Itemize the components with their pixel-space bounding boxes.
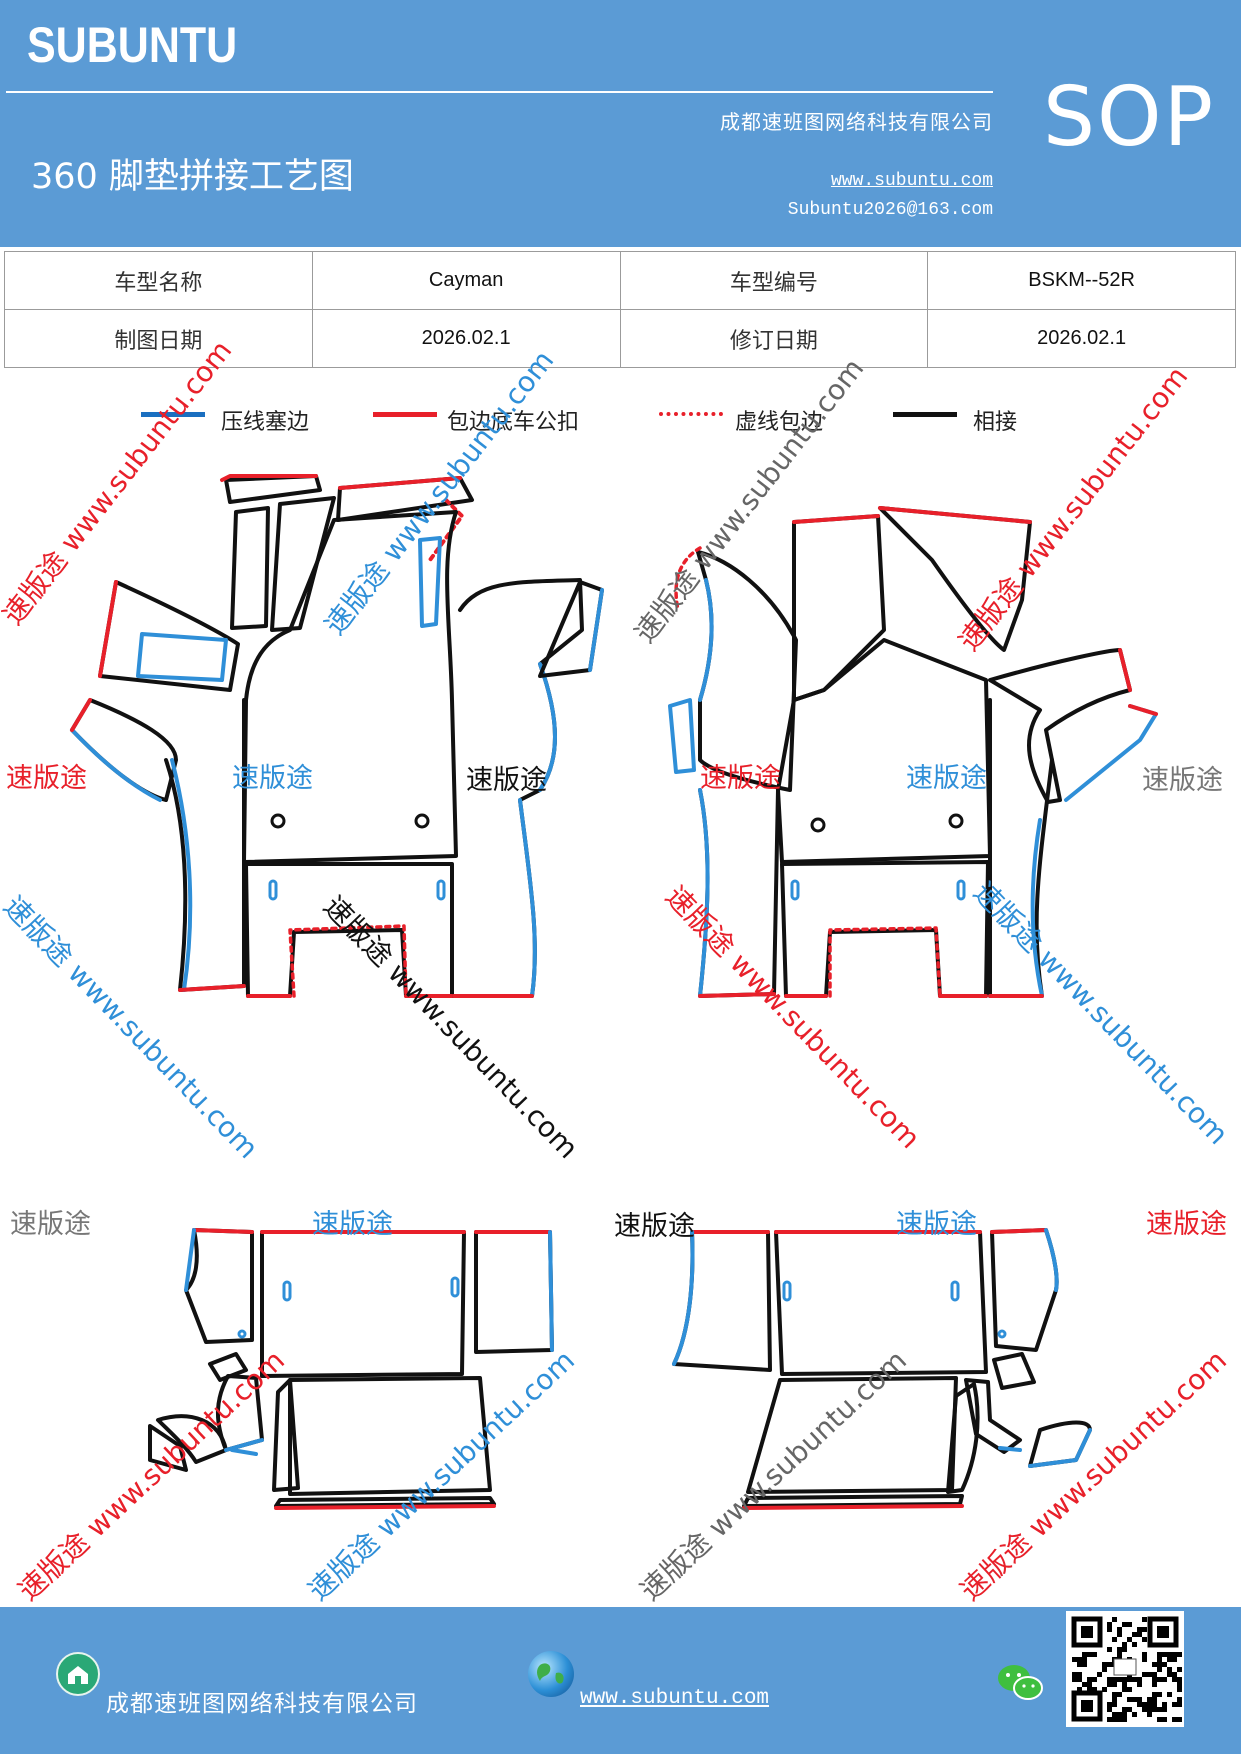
watermark-label: 速版途 [466,765,547,796]
email-address: Subuntu2026@163.com [787,200,993,220]
watermark-label: 速版途 [614,1211,695,1242]
draw-date-label: 制图日期 [4,309,313,368]
sop-badge: SOP [1043,70,1216,165]
watermark-label: 速版途 [312,1209,393,1240]
table-row: 车型名称 Cayman 车型编号 BSKM--52R [4,251,1236,310]
draw-date-value: 2026.02.1 [311,309,621,368]
legend-label: 压线塞边 [221,410,310,435]
mat-splicing-diagram [0,430,1241,1600]
home-icon [56,1652,100,1696]
mat-diagram-svg [70,474,1158,1510]
rear-mat-left [148,1228,554,1510]
wechat-icon[interactable] [996,1662,1044,1704]
globe-icon [528,1651,574,1697]
watermark-label: 速版途 [700,763,781,794]
legend-label: 虚线包边 [735,410,824,435]
legend-label: 相接 [973,410,1018,435]
footer-company-name: 成都速班图网络科技有限公司 [106,1691,418,1717]
company-name: 成都速班图网络科技有限公司 [720,110,993,134]
front-mat-left [70,474,604,998]
front-mat-right [668,506,1158,998]
model-code-value: BSKM--52R [927,251,1236,310]
watermark-label: 速版途 [896,1209,977,1240]
watermark-label: 速版途 [906,763,987,794]
header-divider [6,91,993,93]
brand-logo: SUBUNTU [27,17,238,73]
qr-code [1066,1611,1184,1727]
watermark-label: 速版途 [6,763,87,794]
rear-mat-right [672,1228,1092,1510]
revision-date-label: 修订日期 [619,309,929,368]
legend-swatch-red [373,412,437,417]
legend-swatch-red-dotted [659,412,723,416]
watermark-label: 速版途 [10,1209,91,1240]
table-row: 制图日期 2026.02.1 修订日期 2026.02.1 [4,309,1236,368]
document-title: 360 脚垫拼接工艺图 [31,157,354,197]
legend-swatch-blue [141,412,205,417]
revision-date-value: 2026.02.1 [927,309,1236,368]
website-link[interactable]: www.subuntu.com [830,171,993,191]
model-code-label: 车型编号 [619,251,929,310]
watermark-label: 速版途 [1146,1209,1227,1240]
header-banner: SUBUNTU 360 脚垫拼接工艺图 成都速班图网络科技有限公司 www.su… [0,0,1241,247]
footer-website-link[interactable]: www.subuntu.com [580,1687,770,1710]
footer-banner: 成都速班图网络科技有限公司 www.subuntu.com [0,1607,1241,1754]
watermark-label: 速版途 [232,763,313,794]
legend-label: 包边底车公扣 [447,410,580,435]
legend-swatch-black [893,412,957,417]
watermark-label: 速版途 [1142,765,1223,796]
vehicle-info-table: 车型名称 Cayman 车型编号 BSKM--52R 制图日期 2026.02.… [4,251,1236,368]
model-name-label: 车型名称 [4,251,313,310]
model-name-value: Cayman [311,251,621,310]
